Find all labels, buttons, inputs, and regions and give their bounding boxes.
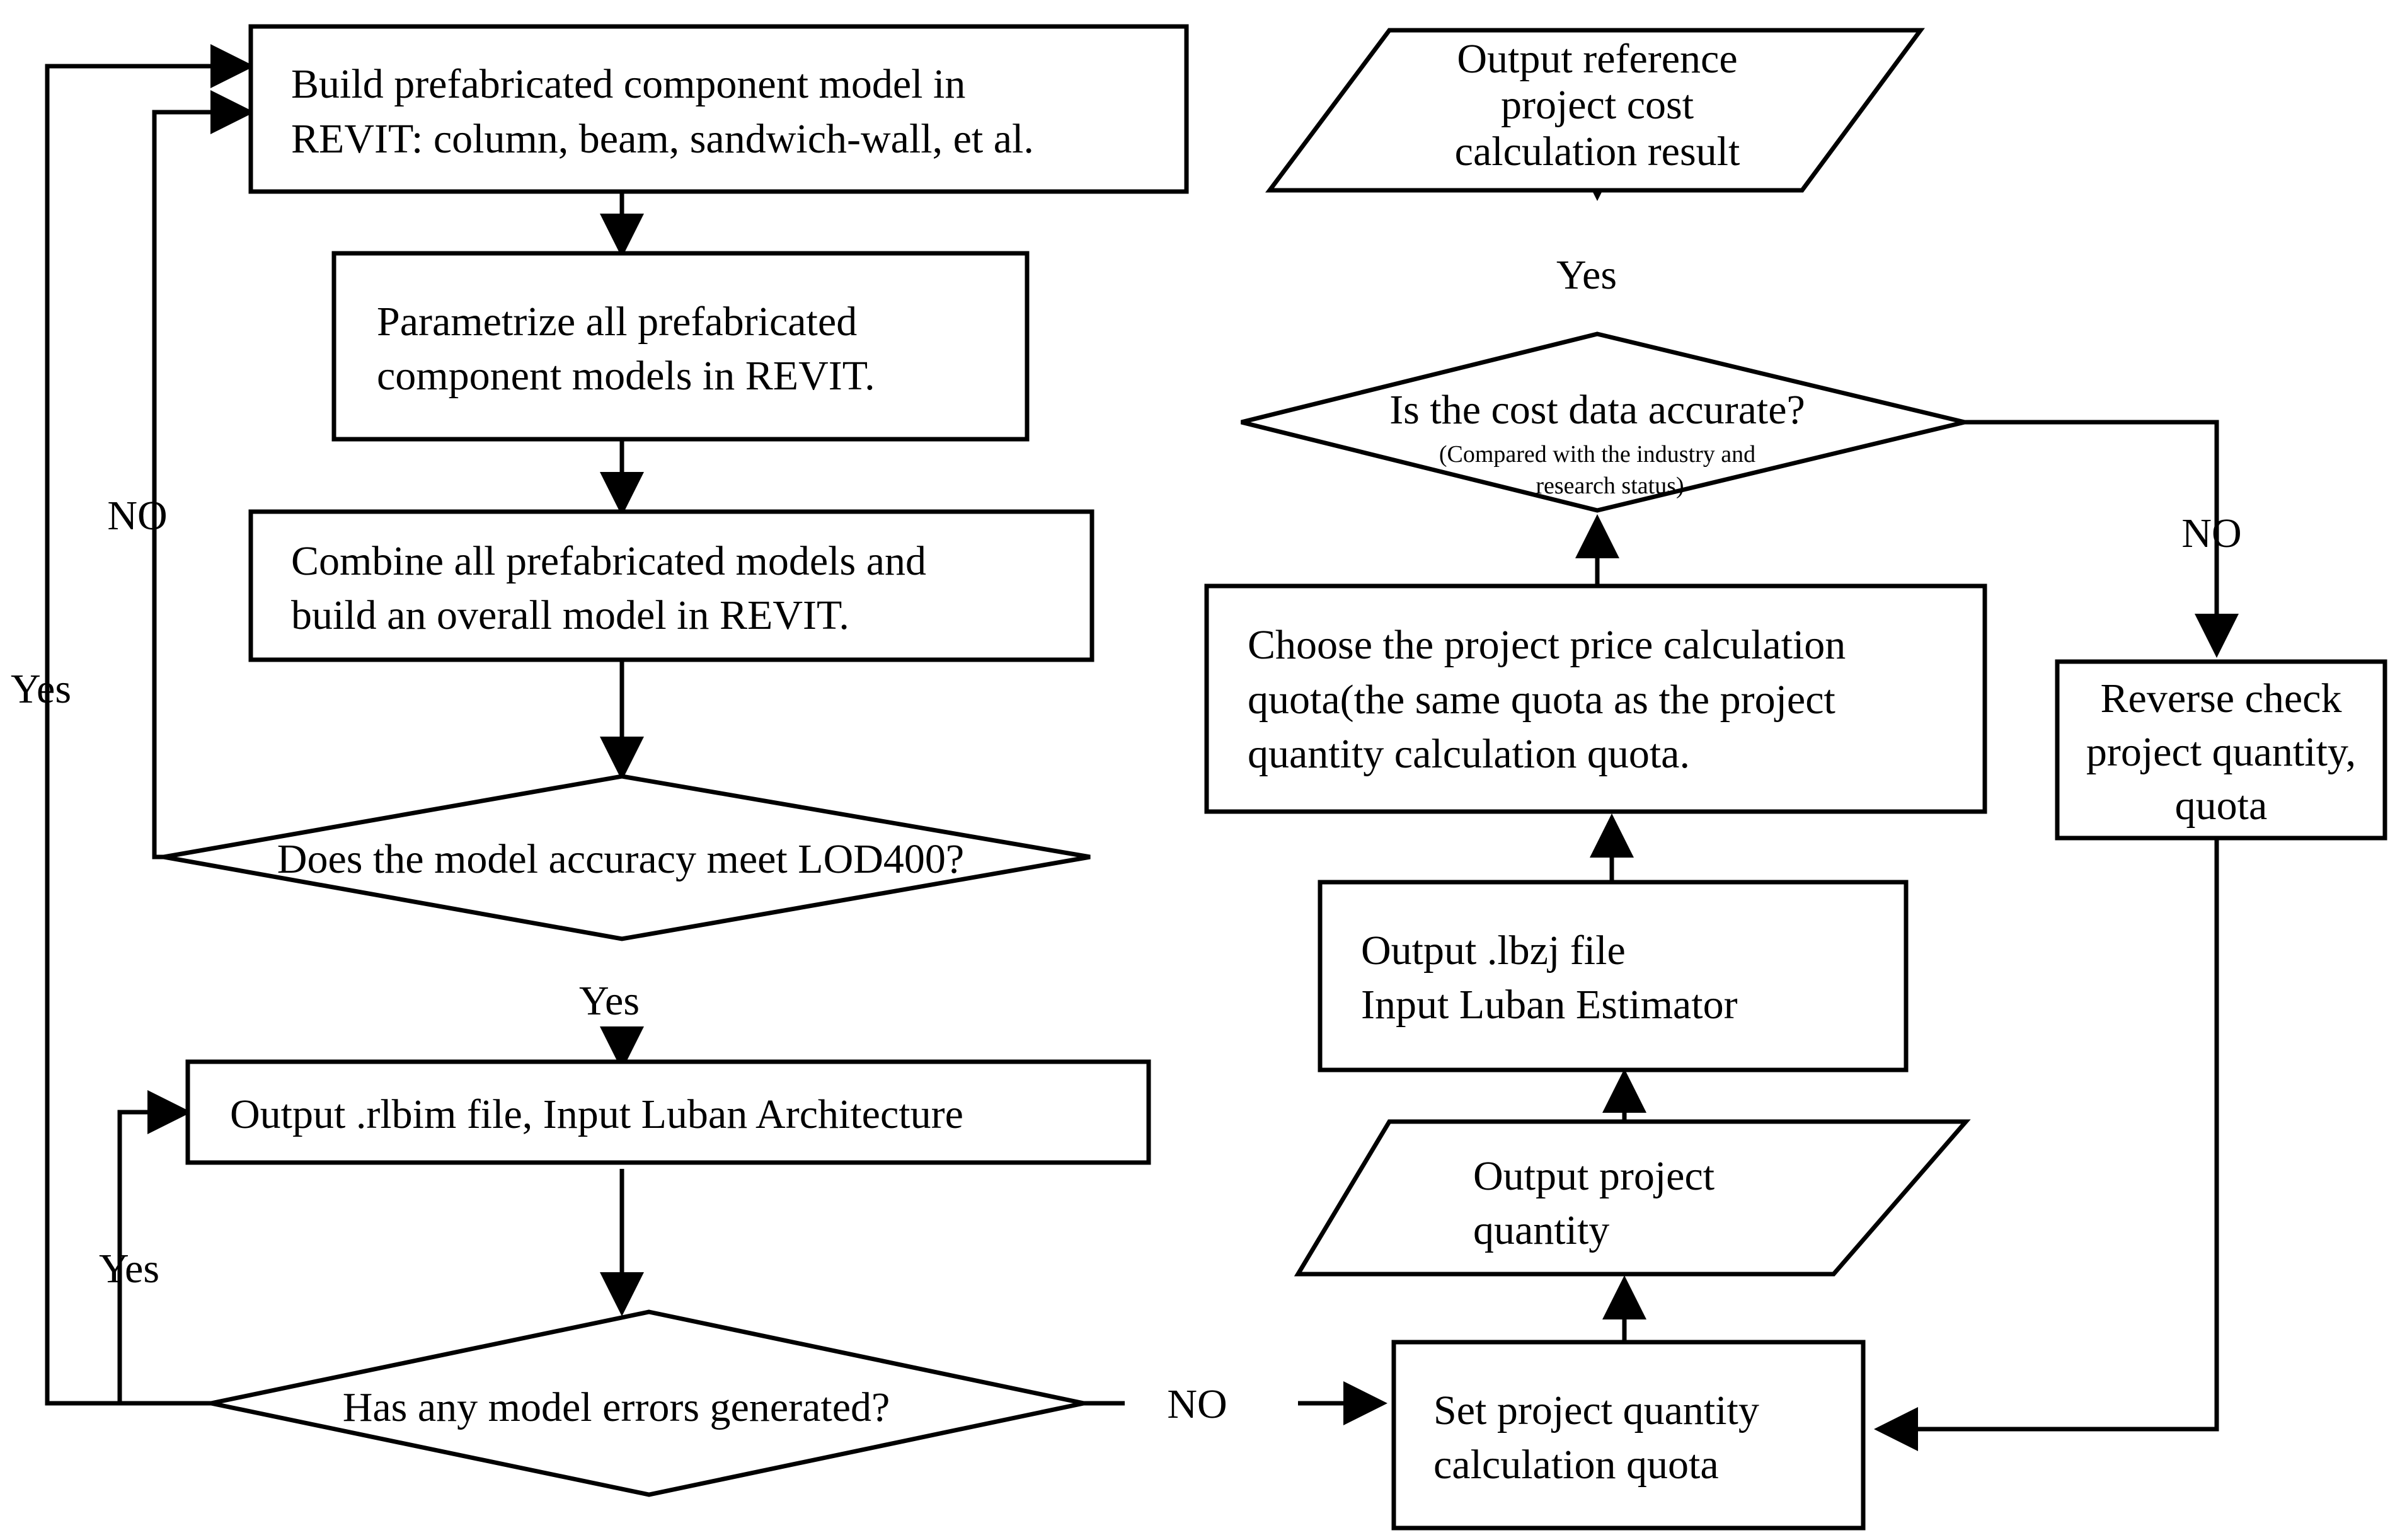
- reverse-check-line-3: quota: [2175, 783, 2268, 829]
- process-reverse-check: Reverse check project quantity, quota: [2055, 659, 2387, 841]
- arrow-cost-no-to-reverse: [1965, 420, 2239, 658]
- label-cost-yes: Yes: [1556, 252, 1617, 298]
- process-build-model: Build prefabricated component model in R…: [248, 24, 1189, 194]
- decision-lod400: Does the model accuracy meet LOD400?: [163, 774, 1091, 941]
- arrow-lod-no-loop: [152, 90, 255, 859]
- process-parametrize: Parametrize all prefabricated component …: [331, 251, 1030, 442]
- output-lbzj-line-1: Output .lbzj file: [1361, 928, 1626, 974]
- parametrize-line-2: component models in REVIT.: [377, 353, 875, 399]
- choose-quota-line-1: Choose the project price calculation: [1248, 622, 1846, 668]
- process-output-lbzj: Output .lbzj file Input Luban Estimator: [1318, 880, 1909, 1072]
- reverse-check-line-1: Reverse check: [2101, 675, 2342, 721]
- set-quota-line-2: calculation quota: [1433, 1442, 1719, 1488]
- label-lod-no: NO: [107, 493, 167, 539]
- decision-model-errors: Has any model errors generated?: [210, 1309, 1084, 1497]
- build-model-line-1: Build prefabricated component model in: [291, 61, 965, 107]
- label-errors-inner-yes: Yes: [99, 1246, 159, 1292]
- label-lod-yes: Yes: [579, 978, 640, 1024]
- arrow-errors-inner-yes-loop: [117, 1090, 192, 1403]
- label-cost-no: NO: [2181, 510, 2241, 556]
- parametrize-line-1: Parametrize all prefabricated: [377, 299, 857, 345]
- cost-check-note-line-2: research status): [1536, 473, 1684, 499]
- cost-check-text: Is the cost data accurate?: [1389, 387, 1805, 433]
- output-quantity-line-1: Output project: [1473, 1153, 1714, 1199]
- decision-cost-accurate: Is the cost data accurate? (Compared wit…: [1241, 331, 1965, 513]
- process-combine: Combine all prefabricated models and bui…: [248, 509, 1094, 662]
- output-result-line-3: calculation result: [1455, 129, 1740, 175]
- combine-line-1: Combine all prefabricated models and: [291, 538, 926, 584]
- process-set-quota: Set project quantity calculation quota: [1391, 1340, 1866, 1531]
- choose-quota-line-3: quantity calculation quota.: [1248, 731, 1690, 777]
- reverse-check-line-2: project quantity,: [2086, 729, 2356, 775]
- io-output-quantity: Output project quantity: [1294, 1119, 1971, 1277]
- label-outer-yes: Yes: [11, 666, 71, 712]
- combine-line-2: build an overall model in REVIT.: [291, 592, 849, 638]
- errors-check-text: Has any model errors generated?: [343, 1384, 890, 1430]
- arrow-errors-outer-yes-loop: [45, 44, 255, 1406]
- io-output-result: Output reference project cost calculatio…: [1265, 28, 1925, 193]
- process-output-rlbim: Output .rlbim file, Input Luban Architec…: [185, 1059, 1151, 1165]
- output-quantity-line-2: quantity: [1473, 1207, 1609, 1253]
- output-rlbim-text: Output .rlbim file, Input Luban Architec…: [230, 1091, 963, 1137]
- output-result-line-1: Output reference: [1457, 36, 1737, 82]
- output-result-line-2: project cost: [1501, 82, 1694, 128]
- build-model-line-2: REVIT: column, beam, sandwich-wall, et a…: [291, 116, 1034, 162]
- output-lbzj-line-2: Input Luban Estimator: [1361, 982, 1738, 1028]
- choose-quota-line-2: quota(the same quota as the project: [1248, 677, 1835, 723]
- process-choose-quota: Choose the project price calculation quo…: [1204, 583, 1987, 814]
- lod-check-text: Does the model accuracy meet LOD400?: [277, 836, 964, 882]
- arrow-reverse-to-set-quota: [1874, 838, 2219, 1451]
- cost-check-note-line-1: (Compared with the industry and: [1439, 441, 1755, 468]
- label-errors-no: NO: [1167, 1381, 1227, 1427]
- set-quota-line-1: Set project quantity: [1433, 1388, 1759, 1434]
